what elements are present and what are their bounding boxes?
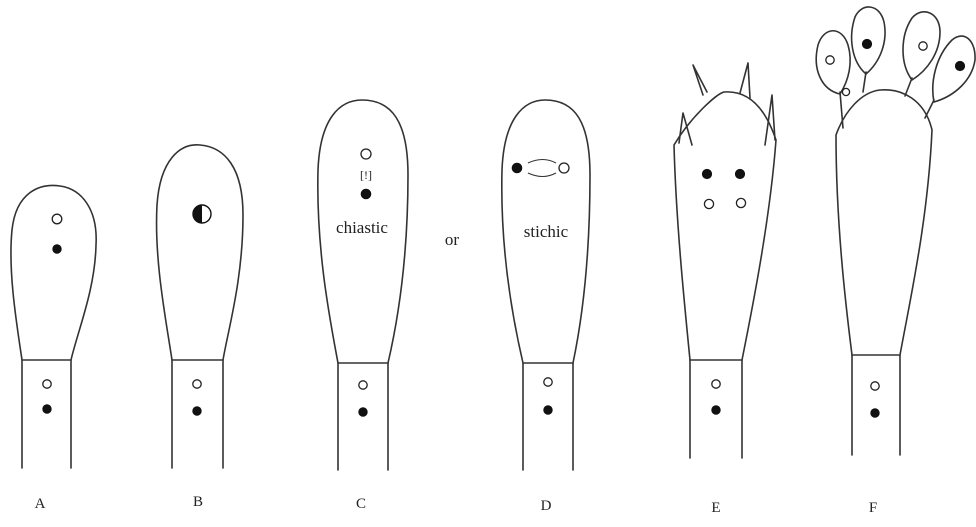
- spore-f-4: [933, 36, 975, 102]
- cell-nucleus-filled-b: [193, 407, 201, 415]
- basidium-outline-e: [674, 92, 776, 458]
- cell-nucleus-open-f: [871, 382, 879, 390]
- panel-label-c: C: [356, 496, 366, 512]
- spindle-upper-d: [528, 160, 556, 164]
- cell-nucleus-open-a: [43, 380, 51, 388]
- nucleus-filled-e-2: [735, 169, 744, 178]
- nucleus-open-e-2: [736, 198, 745, 207]
- cell-nucleus-filled-d: [544, 406, 552, 414]
- panel-label-d: D: [541, 498, 552, 514]
- sterigma-e-2: [740, 63, 750, 98]
- panel-label-f: F: [869, 500, 877, 516]
- panel-f: F: [816, 7, 975, 516]
- basidium-outline-a: [11, 185, 96, 468]
- cell-nucleus-open-d: [544, 378, 552, 386]
- nucleus-filled-c: [361, 189, 371, 199]
- label-chiastic: chiastic: [336, 218, 388, 237]
- spore-f-1: [816, 31, 850, 94]
- label-stichic: stichic: [524, 222, 569, 241]
- sterigma-e-1: [693, 65, 707, 95]
- nucleus-filled-a: [53, 245, 61, 253]
- nucleus-open-e-1: [704, 199, 713, 208]
- panel-e: E: [674, 63, 776, 516]
- panel-d: stichic D: [502, 100, 590, 514]
- spore-f-2: [852, 7, 885, 74]
- spindle-lower-d: [528, 173, 556, 177]
- sterigma-f-3: [905, 78, 912, 96]
- cell-nucleus-filled-f: [871, 409, 879, 417]
- sterigma-f-4: [925, 100, 934, 118]
- nucleus-open-a: [52, 214, 62, 224]
- cell-nucleus-filled-a: [43, 405, 51, 413]
- panel-label-e: E: [711, 500, 720, 516]
- nucleus-filled-e-1: [702, 169, 711, 178]
- panel-a: A: [11, 185, 96, 512]
- small-vesicle-f: [842, 88, 849, 95]
- nucleus-filled-d: [512, 163, 522, 173]
- cell-nucleus-open-e: [712, 380, 720, 388]
- panel-label-b: B: [193, 494, 203, 510]
- label-or: or: [445, 230, 460, 249]
- fusion-nucleus-b: [193, 205, 211, 223]
- cell-nucleus-open-b: [193, 380, 201, 388]
- nucleus-open-c: [361, 149, 371, 159]
- panel-c: [!] chiastic C: [318, 100, 408, 512]
- spore-f-3: [903, 12, 940, 80]
- basidium-outline-d: [502, 100, 590, 470]
- basidium-outline-b: [157, 145, 243, 468]
- panel-label-a: A: [35, 496, 46, 512]
- bracket-annotation: [!]: [360, 168, 372, 182]
- sterigma-f-2: [863, 72, 866, 92]
- sterigma-e-4: [765, 95, 775, 145]
- panel-b: B: [157, 145, 243, 510]
- basidium-outline-f: [836, 90, 932, 455]
- nucleus-open-d: [559, 163, 569, 173]
- cell-nucleus-filled-c: [359, 408, 367, 416]
- cell-nucleus-open-c: [359, 381, 367, 389]
- cell-nucleus-filled-e: [712, 406, 720, 414]
